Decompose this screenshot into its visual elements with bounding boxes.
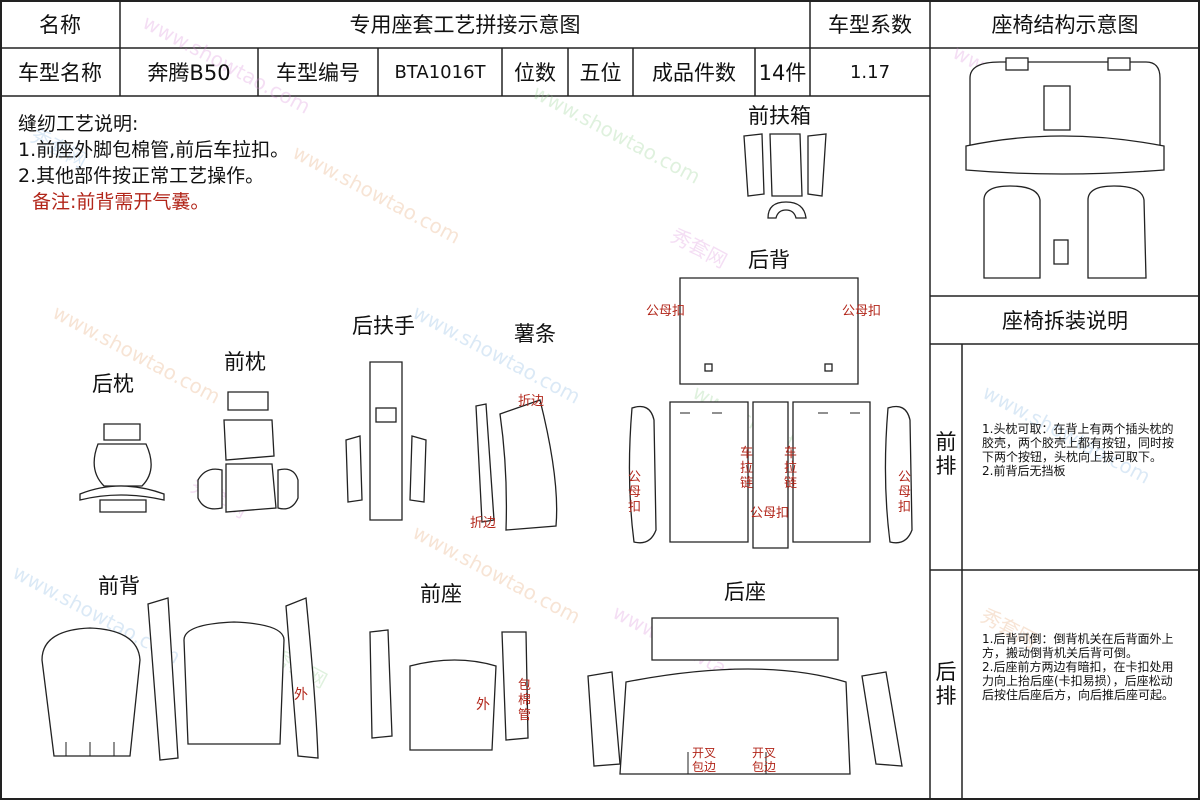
seats-label: 位数 (514, 61, 556, 85)
label-front-armrest-box: 前扶箱 (748, 104, 811, 128)
coef-label: 车型系数 (828, 13, 912, 37)
rear-row-text: 1.后背可倒：倒背机关在后背面外上方，搬动倒背机关后背可倒。 2.后座前方两边有… (982, 632, 1175, 702)
pieces-value: 14件 (758, 61, 807, 85)
name-label: 名称 (39, 13, 81, 37)
model-code-label: 车型编号 (276, 61, 360, 85)
rear-pillow-pieces (79, 423, 165, 513)
front-pillow-pieces (197, 391, 299, 513)
notes-remark: 备注:前背需开气囊。 (32, 191, 210, 213)
mark-wrap-tube: 包棉管 (518, 678, 532, 723)
rear-back-pieces (628, 277, 913, 549)
label-rear-armrest: 后扶手 (352, 314, 415, 338)
mark-zip-left: 车拉链 (740, 446, 754, 491)
front-back-pieces (41, 597, 319, 761)
label-front-seat: 前座 (420, 582, 462, 606)
mark-outer-back: 外 (294, 687, 308, 703)
mark-male-female-right: 公母扣 (898, 470, 912, 515)
pieces-label: 成品件数 (652, 61, 736, 85)
mark-split-wrap-left: 开叉包边 (692, 746, 717, 774)
mark-fold-top: 折边 (518, 394, 545, 409)
rear-seat-pieces (587, 617, 903, 775)
coef-value: 1.17 (849, 61, 891, 83)
label-front-back: 前背 (98, 574, 140, 598)
disassembly-title: 座椅拆装说明 (1002, 309, 1128, 333)
front-row-text: 1.头枕可取：在背上有两个插头枕的胶壳，两个胶壳上都有按钮，同时按下两个按钮，头… (982, 422, 1175, 478)
pattern-pieces (41, 133, 913, 775)
mark-split-wrap-right: 开叉包边 (752, 746, 777, 774)
label-rear-seat: 后座 (724, 580, 766, 604)
mark-snap-center: 公母扣 (750, 506, 790, 521)
mark-male-female-left: 公母扣 (628, 470, 642, 515)
front-row-label: 前排 (935, 430, 957, 478)
notes-line-2: 2.其他部件按正常工艺操作。 (18, 165, 265, 187)
structure-label: 座椅结构示意图 (991, 13, 1139, 37)
strip-pieces (475, 399, 558, 531)
label-front-pillow: 前枕 (224, 350, 266, 374)
model-code: BTA1016T (394, 61, 486, 83)
label-rear-back: 后背 (748, 248, 790, 272)
rear-row-label: 后排 (935, 660, 957, 708)
notes-line-1: 1.前座外脚包棉管,前后车拉扣。 (18, 139, 290, 161)
mark-snap-right: 公母扣 (842, 304, 882, 319)
front-armrest-box-pieces (743, 133, 827, 219)
model-name: 奔腾B50 (147, 61, 231, 85)
front-seat-pieces (369, 629, 529, 751)
mark-zip-right: 车拉链 (784, 446, 798, 491)
mark-fold-bottom: 折边 (470, 516, 497, 531)
label-strip: 薯条 (514, 322, 556, 346)
seats-value: 五位 (579, 61, 622, 85)
page-title: 专用座套工艺拼接示意图 (349, 13, 581, 37)
model-name-label: 车型名称 (18, 61, 102, 85)
notes-title: 缝纫工艺说明: (18, 113, 139, 135)
mark-snap-left: 公母扣 (646, 304, 686, 319)
label-rear-pillow: 后枕 (92, 372, 134, 396)
mark-outer-seat: 外 (476, 697, 490, 713)
rear-armrest-pieces (345, 361, 427, 521)
